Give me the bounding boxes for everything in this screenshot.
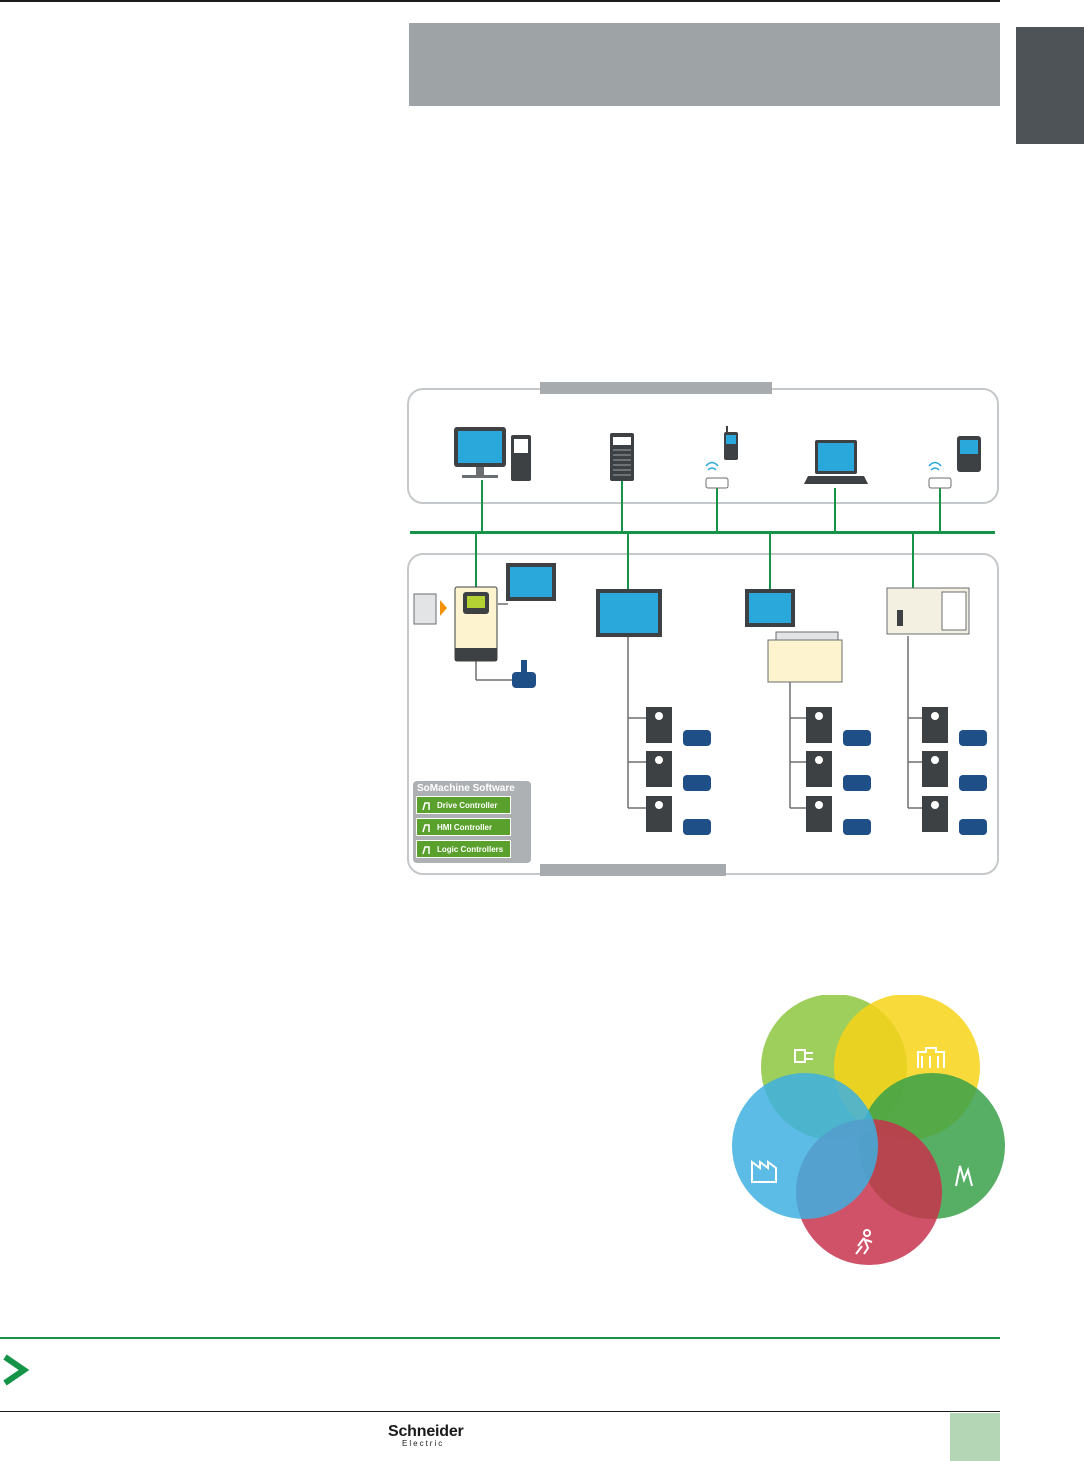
buildings-icon (917, 1047, 945, 1068)
valve-icon (512, 660, 536, 688)
pda-icon (957, 436, 981, 472)
hmi-controller-button[interactable]: HMI Controller (416, 818, 511, 836)
wireless-router-2-icon (928, 461, 952, 489)
footer-rule (0, 1411, 1000, 1412)
server-icon (610, 433, 634, 481)
power-signal-icon (955, 1165, 973, 1187)
somachine-software-title: SoMachine Software (417, 783, 515, 794)
ethernet-backbone (410, 531, 995, 534)
modular-plc-icon (886, 587, 970, 635)
laptop-icon (804, 440, 868, 484)
running-person-icon (855, 1229, 873, 1255)
hmi-screen-icon (506, 563, 556, 601)
somachine-software-panel: SoMachine Software Drive Controller HMI … (413, 781, 531, 863)
hmi-panel-icon (596, 589, 662, 637)
logic-controllers-label: Logic Controllers (437, 845, 504, 854)
supervision-zone-tab (540, 382, 772, 394)
venn-diagram (732, 995, 1005, 1265)
header-band (409, 23, 1000, 106)
chapter-tab (1016, 27, 1084, 144)
footer-green-rule (0, 1337, 1000, 1339)
factory-icon (751, 1160, 777, 1183)
network-diagram (413, 426, 987, 835)
mobile-phone-icon (724, 426, 738, 460)
drive-controller-button[interactable]: Drive Controller (416, 796, 511, 814)
chevron-right-icon (3, 1354, 30, 1386)
drive-controller-icon (413, 586, 498, 662)
hmi-small-icon (745, 589, 795, 627)
page-number-box (950, 1413, 1000, 1461)
plug-icon (794, 1049, 813, 1063)
schneider-electric-logo: Schneider Electric (388, 1423, 464, 1448)
control-zone-tab (540, 864, 726, 876)
runner-icon (422, 824, 430, 833)
logic-controllers-button[interactable]: Logic Controllers (416, 840, 511, 858)
wireless-router-icon (705, 461, 729, 489)
drive-controller-label: Drive Controller (437, 801, 498, 810)
logic-controller-icon (767, 631, 843, 683)
desktop-pc-icon (454, 427, 531, 481)
top-rule (0, 0, 1000, 2)
drive-array (646, 707, 987, 835)
hmi-controller-label: HMI Controller (437, 823, 493, 832)
brand-sub: Electric (402, 1439, 445, 1448)
brand-name: Schneider (388, 1423, 464, 1440)
runner-icon (422, 846, 430, 855)
runner-icon (422, 802, 430, 811)
